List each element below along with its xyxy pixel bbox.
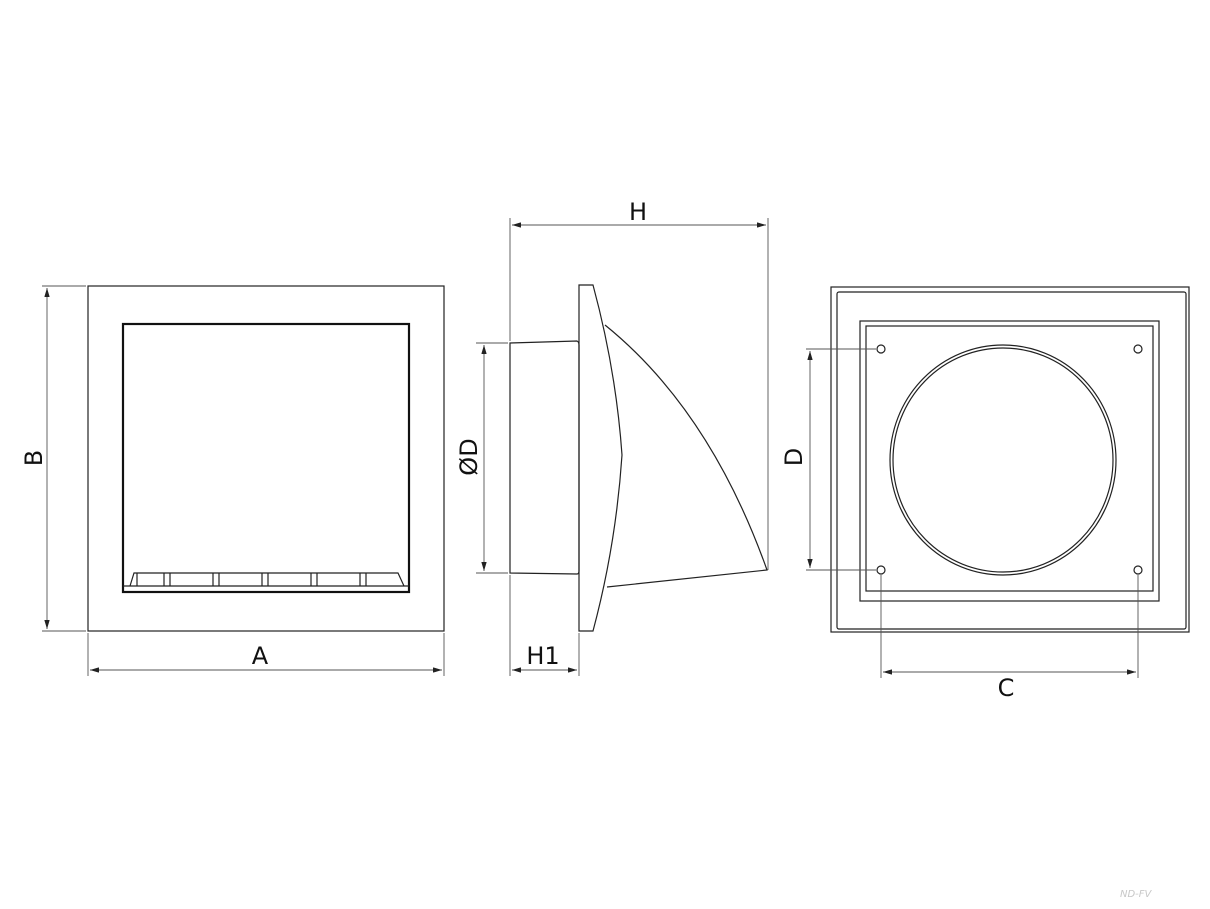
front-grille-opening — [121, 322, 411, 594]
rear-view: D C — [780, 286, 1190, 702]
side-duct — [509, 340, 580, 575]
dimension-h1: H1 — [509, 575, 580, 676]
dimension-c: C — [880, 575, 1139, 702]
dim-label-b: B — [20, 450, 48, 466]
dim-label-h1: H1 — [526, 642, 559, 670]
mount-hole — [1133, 565, 1143, 575]
rear-mount-plate-inner — [865, 325, 1154, 592]
dim-label-d: D — [780, 448, 808, 466]
mount-hole — [876, 565, 886, 575]
mount-hole — [1133, 344, 1143, 354]
rear-duct-inner — [892, 347, 1114, 573]
dimension-d: D — [780, 348, 876, 571]
side-hood — [604, 324, 768, 588]
watermark: ND-FV — [1120, 889, 1153, 900]
dimension-a: A — [87, 633, 445, 676]
dim-label-c: C — [998, 674, 1015, 702]
side-view: H H1 ØD — [455, 198, 769, 676]
front-view: B A — [20, 285, 445, 676]
dim-label-a: A — [252, 642, 269, 670]
side-flange — [578, 284, 623, 632]
front-outer-frame — [87, 285, 445, 632]
rear-mount-plate — [859, 320, 1160, 602]
rear-duct-outer — [889, 344, 1117, 576]
dimension-b: B — [20, 285, 86, 632]
front-louvers — [123, 572, 409, 587]
rear-outer-frame — [830, 286, 1190, 633]
dimension-diameter: ØD — [455, 342, 508, 574]
mount-hole — [876, 344, 886, 354]
dimension-h: H — [509, 198, 769, 570]
rear-outer-border — [836, 291, 1187, 630]
dim-label-diameter: ØD — [455, 438, 483, 475]
dim-label-h: H — [629, 198, 647, 226]
